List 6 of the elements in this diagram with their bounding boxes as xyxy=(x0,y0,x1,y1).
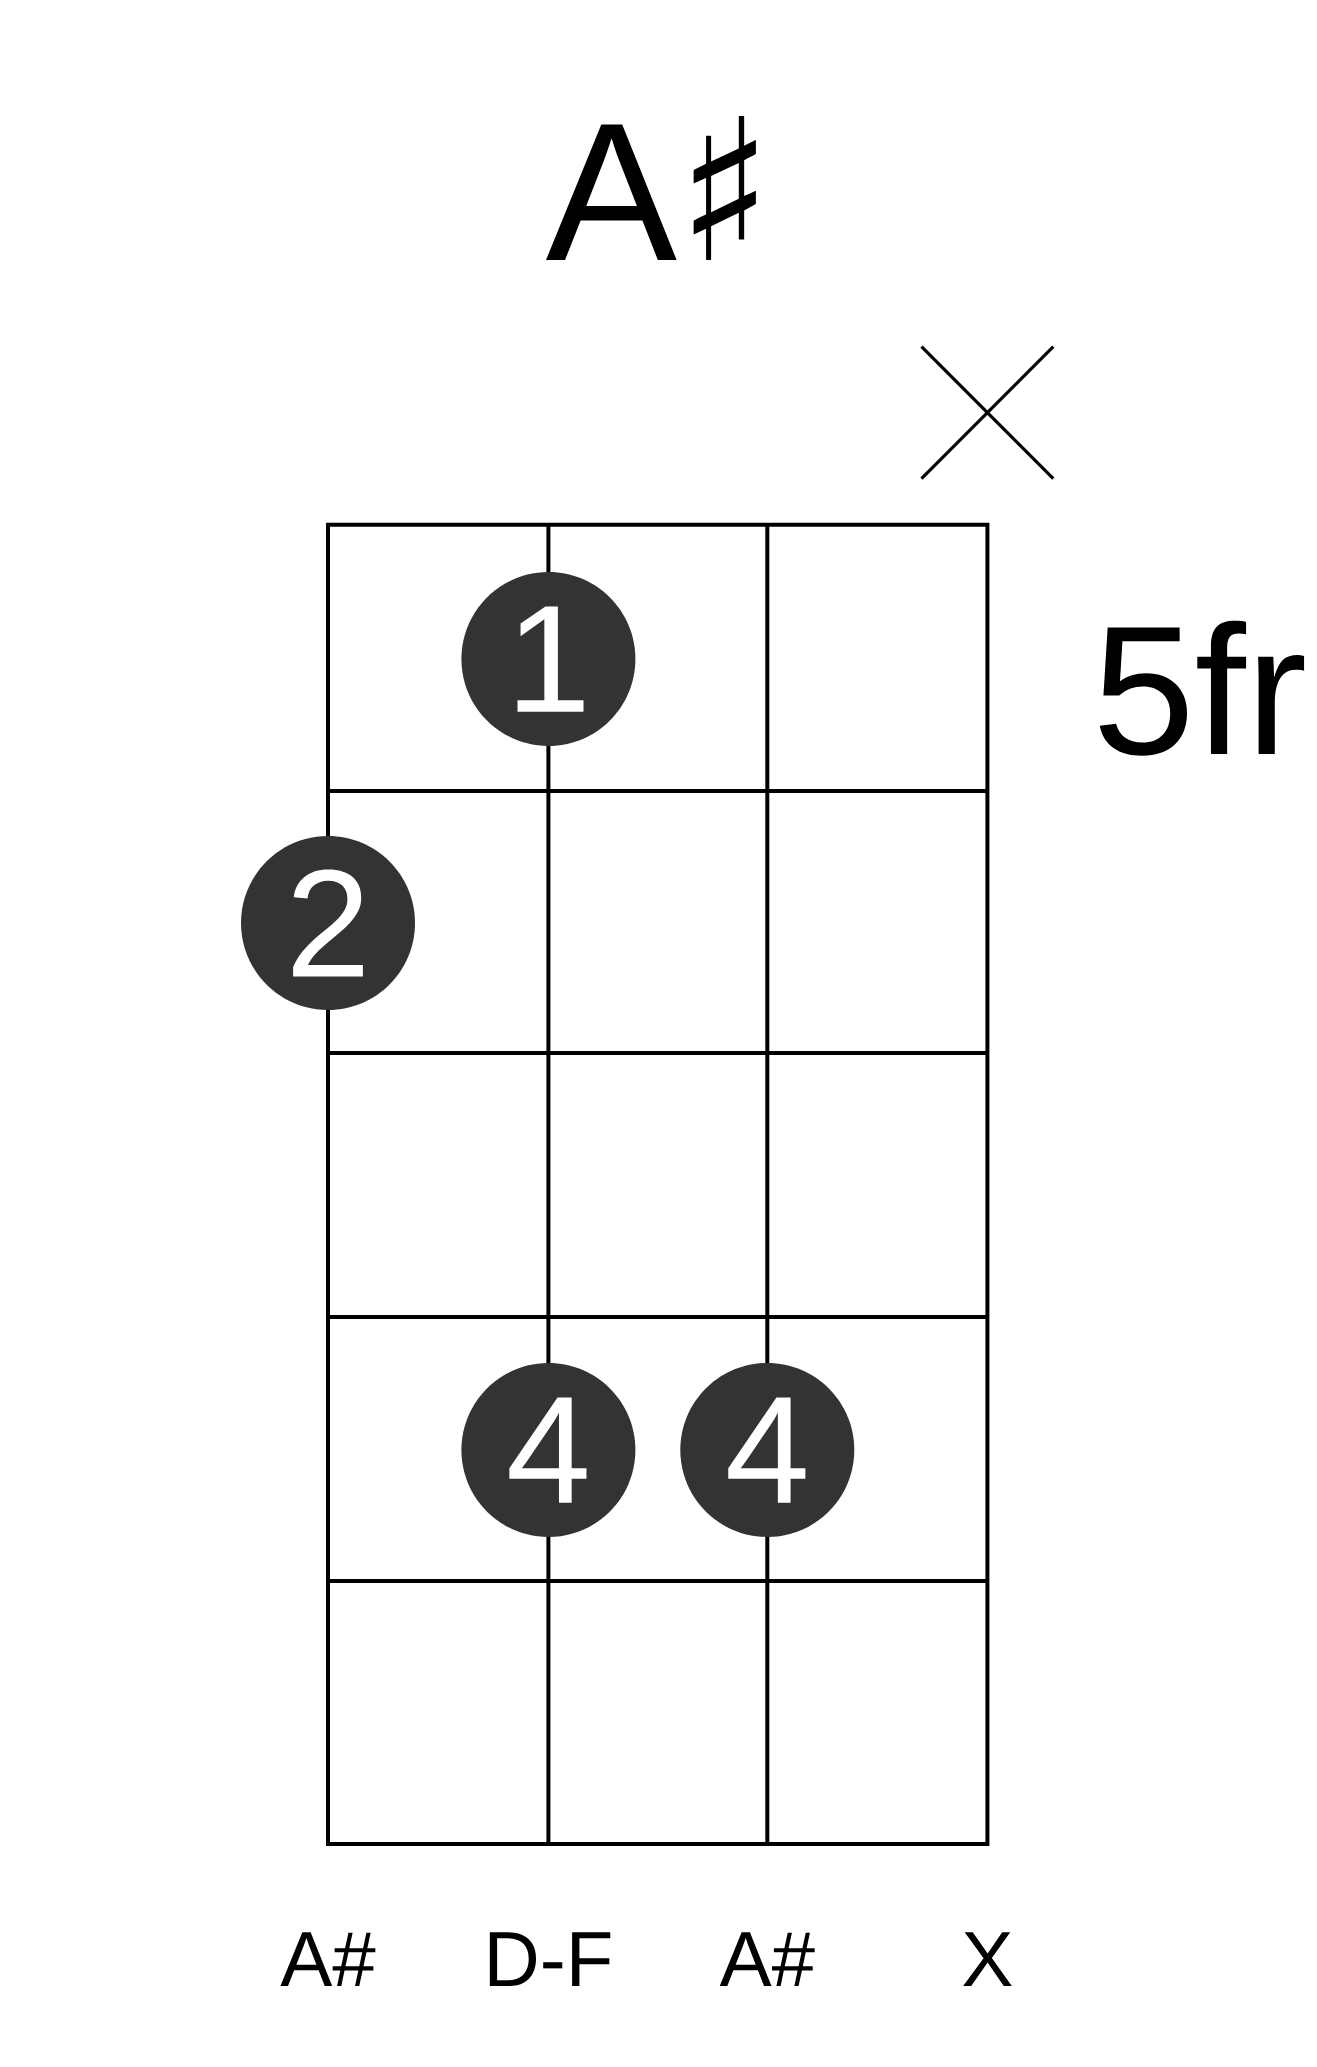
fret-number: 5fr xyxy=(1099,620,1305,756)
string-note: X xyxy=(963,1932,1012,1986)
string-note: A# xyxy=(280,1932,376,1986)
string-note: A# xyxy=(719,1932,815,1986)
chord-title: A♯ xyxy=(546,116,756,260)
string-note: D-F xyxy=(489,1932,611,1986)
